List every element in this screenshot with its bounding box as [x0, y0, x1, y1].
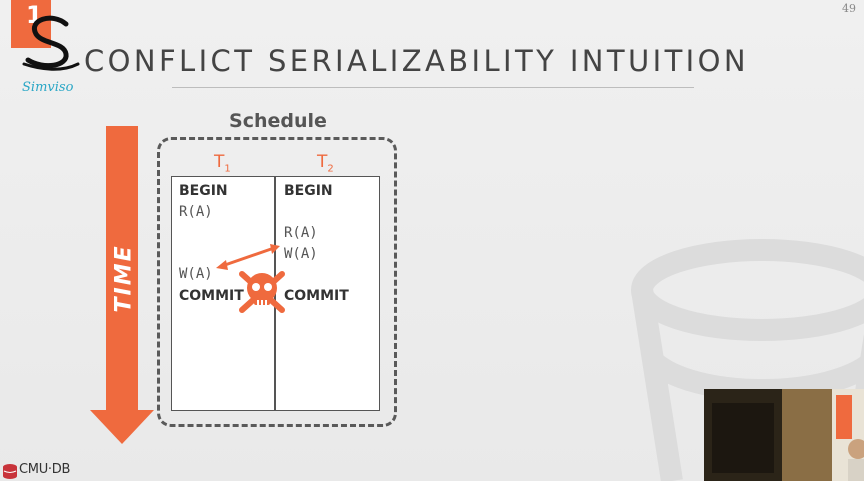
page-title: CONFLICT SERIALIZABILITY INTUITION	[84, 44, 749, 78]
title-rule	[172, 87, 694, 88]
t2-commit: COMMIT	[284, 288, 349, 304]
time-arrow-icon	[90, 126, 154, 444]
logo-word: Simviso	[22, 80, 74, 95]
t1-read-a: R(A)	[179, 204, 213, 220]
skull-crossbones-icon	[216, 244, 285, 313]
webcam-overlay	[704, 389, 864, 481]
schedule-label: Schedule	[229, 110, 327, 132]
t1-commit: COMMIT	[179, 288, 244, 304]
logo-s-icon	[22, 15, 80, 71]
page-number: 49	[842, 2, 856, 15]
t2-begin: BEGIN	[284, 183, 333, 199]
schedule-box	[157, 137, 397, 427]
cmu-db-icon	[3, 464, 17, 479]
footer-logo: CMU·DB	[19, 462, 71, 477]
t1-begin: BEGIN	[179, 183, 228, 199]
t2-write-a: W(A)	[284, 246, 318, 262]
time-label: TIME	[111, 244, 137, 313]
t2-header: T2	[317, 152, 334, 175]
t1-header: T1	[214, 152, 231, 175]
t1-write-a: W(A)	[179, 266, 213, 282]
t2-read-a: R(A)	[284, 225, 318, 241]
